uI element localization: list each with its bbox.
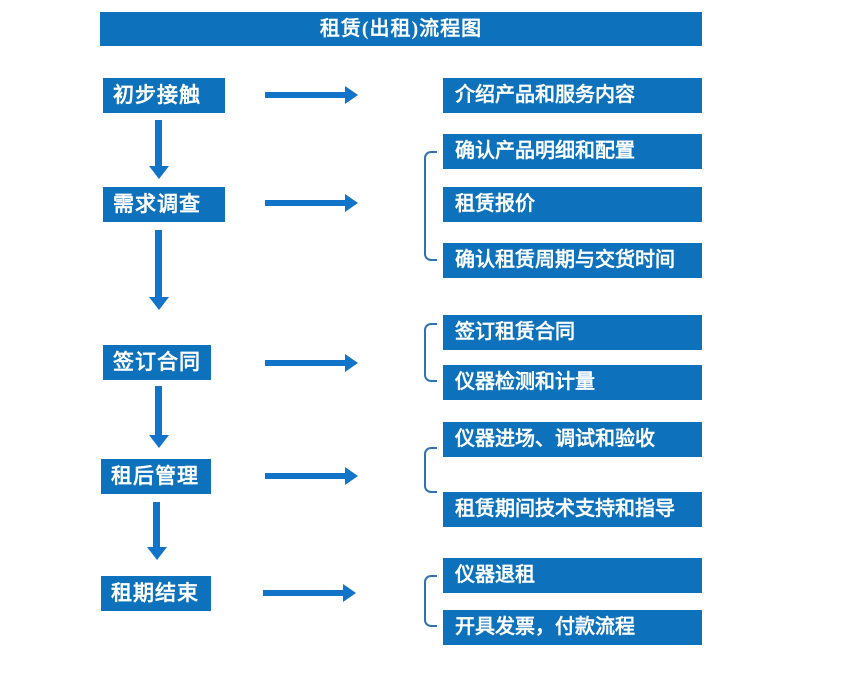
step-post-rental-management: 租后管理 xyxy=(101,459,211,494)
detail-invoice-payment-process: 开具发票，付款流程 xyxy=(443,610,702,645)
detail-introduce-products-services: 介绍产品和服务内容 xyxy=(443,78,702,113)
detail-instrument-inspection-metering: 仪器检测和计量 xyxy=(443,365,702,400)
detail-rental-tech-support: 租赁期间技术支持和指导 xyxy=(443,492,702,527)
right-arrow-5 xyxy=(263,590,343,596)
step-demand-survey: 需求调查 xyxy=(103,187,225,222)
group-bracket-post-rental xyxy=(424,447,437,493)
group-bracket-demand-survey xyxy=(424,151,437,261)
detail-confirm-rental-period-delivery: 确认租赁周期与交货时间 xyxy=(443,243,702,278)
group-bracket-lease-end xyxy=(424,575,437,627)
right-arrow-2 xyxy=(265,200,345,206)
detail-instrument-return: 仪器退租 xyxy=(443,558,702,593)
step-initial-contact: 初步接触 xyxy=(103,78,225,113)
detail-instrument-setup-acceptance: 仪器进场、调试和验收 xyxy=(443,422,702,457)
group-bracket-contract-signing xyxy=(424,323,437,382)
down-arrow-3 xyxy=(155,386,162,435)
right-arrow-4 xyxy=(265,473,345,479)
step-lease-end: 租期结束 xyxy=(101,576,211,611)
down-arrow-1 xyxy=(155,120,162,166)
detail-sign-rental-contract: 签订租赁合同 xyxy=(443,315,702,350)
detail-rental-quote: 租赁报价 xyxy=(443,187,702,222)
right-arrow-1 xyxy=(265,92,345,98)
down-arrow-4 xyxy=(153,502,160,547)
right-arrow-3 xyxy=(265,360,345,366)
down-arrow-2 xyxy=(155,230,162,297)
detail-confirm-product-details-config: 确认产品明细和配置 xyxy=(443,134,702,169)
flowchart-title: 租赁(出租)流程图 xyxy=(100,12,702,46)
step-contract-signing: 签订合同 xyxy=(103,345,211,380)
